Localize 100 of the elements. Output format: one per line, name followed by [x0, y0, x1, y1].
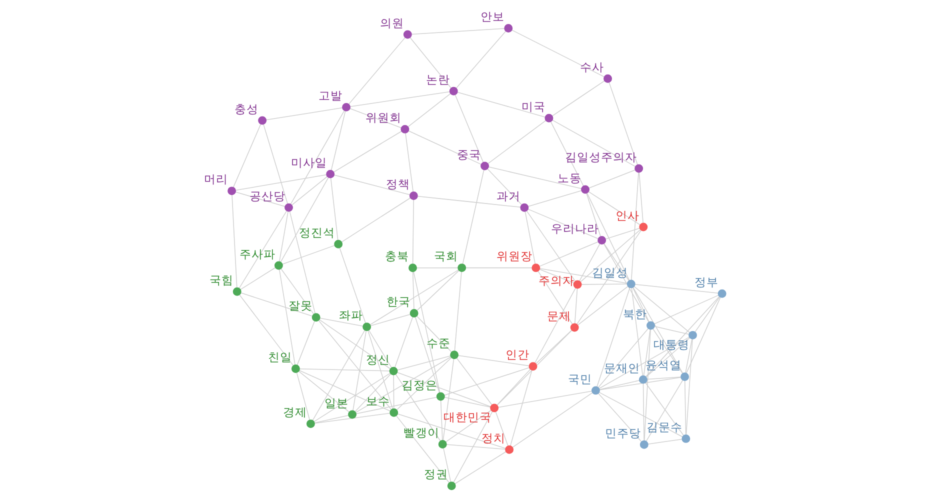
- node-circle: [505, 445, 514, 454]
- connector: [412, 199, 414, 264]
- connector: [652, 328, 683, 374]
- connector: [598, 328, 649, 388]
- connector: [598, 392, 642, 442]
- connector: [684, 380, 686, 436]
- node-label: 정진석: [299, 225, 336, 240]
- node-circle: [450, 350, 459, 360]
- node-circle: [284, 203, 293, 212]
- connector: [443, 448, 452, 482]
- node-circle: [640, 440, 648, 449]
- connector: [318, 319, 391, 370]
- connector: [282, 245, 336, 264]
- node-label: 인사: [616, 208, 640, 222]
- connector: [456, 358, 492, 406]
- connector: [453, 411, 493, 483]
- connector: [694, 296, 720, 332]
- node-label: 친일: [268, 350, 292, 364]
- connector: [458, 355, 530, 366]
- connector: [495, 411, 508, 446]
- node-circle: [682, 434, 690, 443]
- node-circle: [436, 392, 445, 401]
- connector: [646, 337, 690, 378]
- connector: [416, 267, 458, 268]
- connector: [630, 172, 639, 280]
- node-label: 북한: [623, 306, 648, 321]
- connector: [292, 176, 328, 206]
- connector: [645, 296, 720, 378]
- node-circle: [520, 203, 529, 212]
- connector: [686, 338, 693, 436]
- connector: [396, 357, 452, 410]
- connector: [446, 444, 506, 450]
- node-label: 충성: [234, 102, 259, 116]
- connector: [536, 330, 572, 364]
- node-circle: [638, 375, 648, 384]
- connector: [634, 284, 718, 294]
- node-label: 김일성주의자: [564, 150, 637, 164]
- connector: [550, 121, 584, 186]
- connector: [278, 211, 288, 262]
- connector: [397, 413, 506, 449]
- connector: [598, 336, 690, 389]
- node-circle: [490, 404, 499, 412]
- connector: [586, 192, 601, 237]
- node-circle: [312, 313, 320, 322]
- connector: [370, 314, 411, 326]
- connector: [290, 110, 345, 205]
- node-circle: [639, 222, 648, 232]
- connector: [465, 267, 532, 268]
- connector: [608, 82, 638, 165]
- connector: [339, 248, 366, 324]
- node-label: 좌파: [339, 308, 364, 322]
- node-label: 과거: [496, 188, 521, 203]
- connector: [312, 330, 366, 421]
- connector: [334, 174, 410, 196]
- connector: [289, 210, 316, 314]
- connector: [632, 287, 650, 322]
- node-label: 국회: [434, 249, 458, 264]
- connector: [408, 130, 482, 165]
- connector: [487, 120, 546, 164]
- connector: [498, 390, 592, 408]
- node-circle: [480, 162, 489, 170]
- node-label: 미사일: [291, 155, 328, 170]
- node-label: 대한민국: [444, 410, 492, 424]
- connector: [368, 330, 392, 368]
- connector: [232, 194, 238, 288]
- node-circle: [390, 408, 398, 417]
- connector: [524, 211, 536, 264]
- node-label: 국민: [568, 372, 592, 386]
- connector: [417, 196, 521, 208]
- connector: [299, 368, 390, 372]
- node-circle: [528, 362, 538, 371]
- node-label: 중국: [457, 147, 482, 162]
- node-circle: [334, 240, 343, 248]
- connector: [634, 286, 690, 334]
- connector: [539, 241, 598, 267]
- connector: [235, 192, 286, 207]
- node-label: 미국: [521, 99, 546, 114]
- connector: [355, 356, 452, 413]
- connector: [604, 243, 650, 322]
- node-label: 경제: [282, 405, 307, 420]
- node-label: 정책: [386, 177, 410, 192]
- node-circle: [326, 170, 335, 178]
- connector: [320, 318, 364, 326]
- connector: [394, 316, 414, 368]
- connector: [604, 243, 630, 281]
- connector: [413, 271, 440, 393]
- connector: [596, 287, 630, 388]
- connector: [642, 383, 644, 442]
- connector: [643, 329, 651, 376]
- connector: [588, 170, 636, 188]
- connector: [266, 107, 343, 120]
- connector: [318, 320, 392, 410]
- node-circle: [362, 322, 372, 332]
- connector: [586, 192, 630, 281]
- connector: [232, 124, 262, 188]
- connector: [440, 400, 443, 441]
- node-circle: [274, 261, 283, 270]
- node-label: 문제: [546, 308, 571, 323]
- node-circle: [532, 264, 540, 272]
- connector: [646, 376, 682, 380]
